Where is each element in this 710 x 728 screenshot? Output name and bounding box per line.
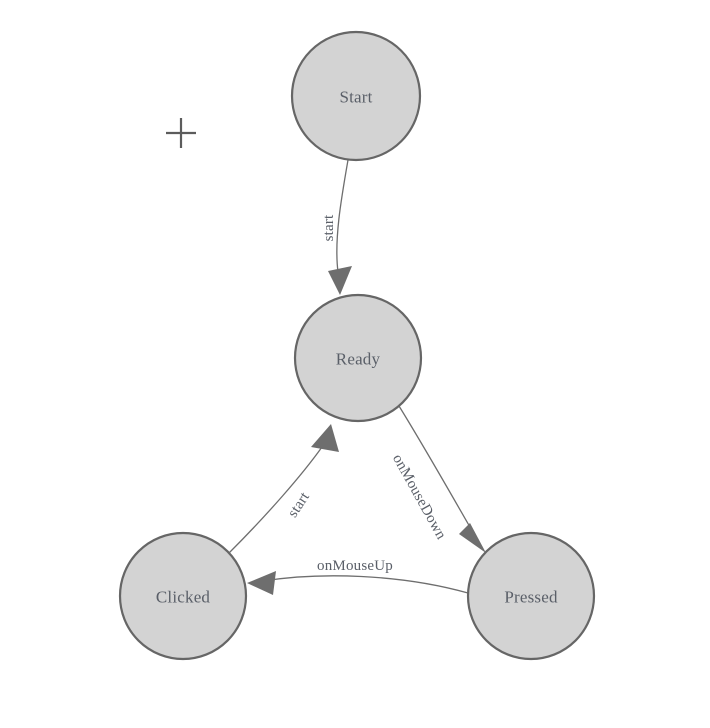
edge-start-to-ready[interactable]: start <box>321 159 352 295</box>
node-shape <box>293 293 423 423</box>
edge-label-pressed-to-clicked: onMouseUp <box>317 558 393 574</box>
edge-clicked-to-ready[interactable]: start <box>228 424 339 554</box>
node-clicked[interactable]: Clicked <box>118 531 248 661</box>
arrowhead-icon <box>459 523 486 553</box>
arrowhead-icon <box>328 266 352 295</box>
edge-label-ready-to-pressed: onMouseDown <box>389 452 449 543</box>
node-label-clicked: Clicked <box>156 588 211 607</box>
edge-line <box>336 159 349 273</box>
node-label-ready: Ready <box>336 350 381 369</box>
arrowhead-icon <box>311 424 339 452</box>
node-label-start: Start <box>339 88 372 107</box>
node-pressed[interactable]: Pressed <box>466 531 596 661</box>
node-start[interactable]: Start <box>290 30 422 162</box>
edge-ready-to-pressed[interactable]: onMouseDown <box>389 405 486 553</box>
edge-label-clicked-to-ready: start <box>285 489 313 521</box>
crosshair-icon[interactable] <box>166 118 196 148</box>
node-shape <box>118 531 248 661</box>
node-layer: Start Ready Clicked Pressed <box>118 30 596 661</box>
edge-pressed-to-clicked[interactable]: onMouseUp <box>247 558 469 595</box>
edge-label-start-to-ready: start <box>321 214 337 241</box>
node-ready[interactable]: Ready <box>293 293 423 423</box>
node-shape <box>466 531 596 661</box>
node-shape <box>290 30 422 162</box>
edge-line <box>262 575 469 594</box>
node-label-pressed: Pressed <box>504 588 558 607</box>
edge-line <box>228 446 323 554</box>
arrowhead-icon <box>247 571 276 595</box>
